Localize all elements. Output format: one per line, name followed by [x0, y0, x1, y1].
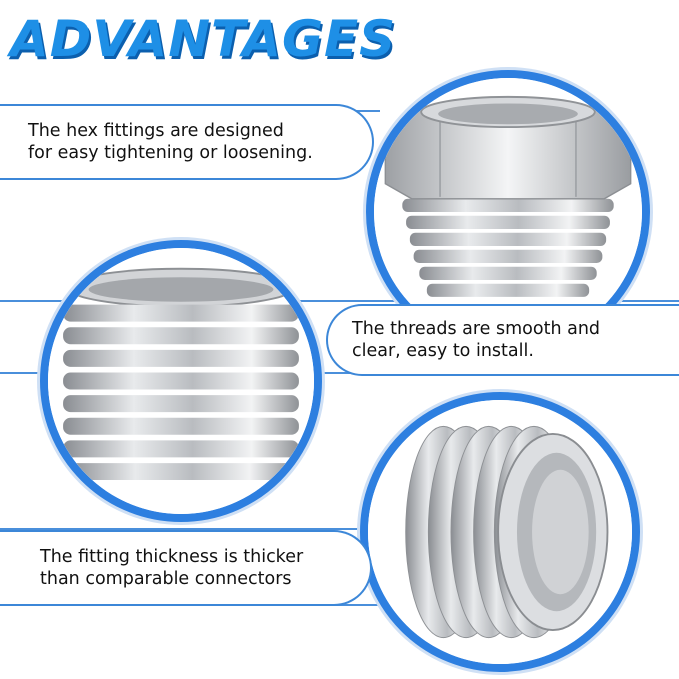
fitting-thickness-image: [360, 392, 640, 672]
feature-hex-fittings: The hex fittings are designed for easy t…: [0, 104, 374, 180]
feature-smooth-threads-text: The threads are smooth and clear, easy t…: [352, 319, 601, 361]
threaded-fitting-image: [40, 240, 322, 522]
feature-fitting-thickness-text: The fitting thickness is thicker than co…: [40, 547, 304, 589]
feature-smooth-threads: The threads are smooth and clear, easy t…: [326, 304, 679, 376]
feature-fitting-thickness: The fitting thickness is thicker than co…: [0, 530, 372, 606]
divider-line-3: [0, 372, 679, 374]
divider-line-4: [0, 528, 400, 530]
feature-hex-fittings-text: The hex fittings are designed for easy t…: [28, 121, 313, 163]
page-title: ADVANTAGES: [10, 10, 397, 68]
divider-line-2: [0, 300, 679, 302]
